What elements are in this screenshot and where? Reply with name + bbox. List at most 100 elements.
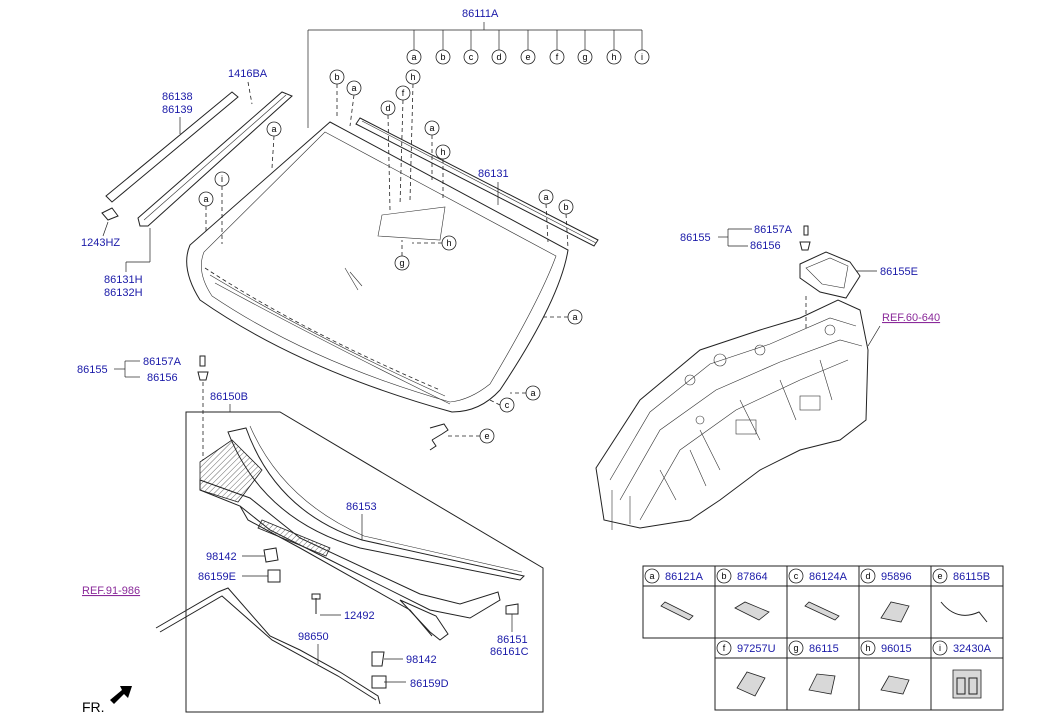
callout-letter: h [865, 643, 870, 653]
cowl-panel [199, 425, 525, 641]
ref-91-986[interactable]: REF.91-986 [82, 585, 140, 597]
callout-letter: f [556, 52, 559, 62]
legend-letter-d: d [860, 568, 876, 584]
left-labels: 1416BA 86138 86139 1243HZ 86131H 86132H … [81, 68, 509, 299]
legend-part-icon [660, 601, 694, 621]
part-label-98650: 98650 [298, 631, 329, 643]
callout-c: c [463, 49, 479, 65]
callout-letter: a [572, 312, 577, 322]
callout-letter: f [723, 643, 726, 653]
legend-part-icon [940, 601, 988, 623]
legend-cell-i: i 32430A [930, 637, 1004, 711]
callout-glass-g: g [394, 255, 410, 271]
callout-glass-c: c [499, 397, 515, 413]
legend-part-icon [804, 601, 840, 621]
callout-letter: b [334, 72, 339, 82]
part-label-86155e: 86155E [880, 266, 918, 278]
callout-glass-a: a [525, 385, 541, 401]
part-label-86159d: 86159D [410, 678, 449, 690]
part-label-86157a-left: 86157A [143, 356, 182, 368]
legend-part-number: 32430A [953, 643, 992, 655]
front-label: FR. [82, 699, 105, 715]
callout-letter: a [429, 123, 434, 133]
front-direction-indicator: FR. [82, 686, 132, 715]
callout-letter: g [399, 258, 404, 268]
legend-letter-e: e [932, 568, 948, 584]
legend-letter-f: f [716, 640, 732, 656]
part-label-86132h: 86132H [104, 287, 143, 299]
legend-letter-h: h [860, 640, 876, 656]
legend-part-number: 97257U [737, 643, 776, 655]
part-label-12492: 12492 [344, 610, 375, 622]
callout-glass-d: d [380, 100, 396, 116]
legend-part-number: 95896 [881, 571, 912, 583]
callout-letter: f [402, 88, 405, 98]
legend-part-icon [808, 673, 836, 695]
callout-f: f [549, 49, 565, 65]
callout-letter: h [410, 72, 415, 82]
callout-e: e [520, 49, 536, 65]
part-label-86157a-right: 86157A [754, 224, 793, 236]
callout-glass-i: i [214, 171, 230, 187]
clip-group-right: 86155 86157A 86156 86155E [680, 224, 918, 330]
callout-letter: h [611, 52, 616, 62]
part-label-86138: 86138 [162, 91, 193, 103]
callout-letter: i [221, 174, 223, 184]
dash-panel-body: REF.60-640 [595, 299, 940, 530]
part-label-1416ba: 1416BA [228, 68, 268, 80]
part-label-86153: 86153 [346, 501, 377, 513]
callout-glass-h: h [441, 235, 457, 251]
callout-letter: b [563, 202, 568, 212]
callout-letter: a [543, 192, 548, 202]
ref-60-640[interactable]: REF.60-640 [882, 312, 940, 324]
callout-letter: d [385, 103, 390, 113]
callout-letter: e [937, 571, 942, 581]
legend-cell-d: d 95896 [858, 565, 932, 639]
washer-hose: REF.91-986 [82, 585, 381, 705]
part-label-86155-right: 86155 [680, 232, 711, 244]
legend-part-icon [880, 601, 910, 623]
callout-letter: e [525, 52, 530, 62]
legend-cell-h: h 96015 [858, 637, 932, 711]
callout-glass-a: a [346, 80, 362, 96]
legend-part-icon [734, 601, 770, 621]
callout-glass-f: f [395, 85, 411, 101]
callout-letter: a [530, 388, 535, 398]
legend-cell-f: f 97257U [714, 637, 788, 711]
callout-letter: i [641, 52, 643, 62]
callout-g: g [577, 49, 593, 65]
callout-a: a [406, 49, 422, 65]
part-label-86155-left: 86155 [77, 364, 108, 376]
callout-glass-e: e [479, 428, 495, 444]
clip-group-left: 86155 86157A 86156 [77, 355, 209, 460]
legend-part-number: 96015 [881, 643, 912, 655]
part-label-86111a: 86111A [462, 8, 499, 20]
legend-letter-i: i [932, 640, 948, 656]
callout-glass-b: b [329, 69, 345, 85]
callout-letter: c [469, 52, 474, 62]
callout-letter: h [440, 147, 445, 157]
callout-letter: a [351, 83, 356, 93]
legend-part-number: 86115 [809, 643, 839, 655]
part-label-86139: 86139 [162, 104, 193, 116]
callout-d: d [491, 49, 507, 65]
callout-b: b [435, 49, 451, 65]
callout-glass-a: a [198, 191, 214, 207]
part-label-86156-left: 86156 [147, 372, 178, 384]
part-label-86150b: 86150B [210, 391, 248, 403]
legend-part-number: 86124A [809, 571, 848, 583]
part-label-86131h: 86131H [104, 274, 143, 286]
callout-letter: d [496, 52, 501, 62]
callout-letter: a [203, 194, 208, 204]
callout-glass-h: h [405, 69, 421, 85]
part-label-86131: 86131 [478, 168, 509, 180]
callout-letter: i [939, 643, 941, 653]
legend-letter-b: b [716, 568, 732, 584]
callout-glass-a: a [567, 309, 583, 325]
